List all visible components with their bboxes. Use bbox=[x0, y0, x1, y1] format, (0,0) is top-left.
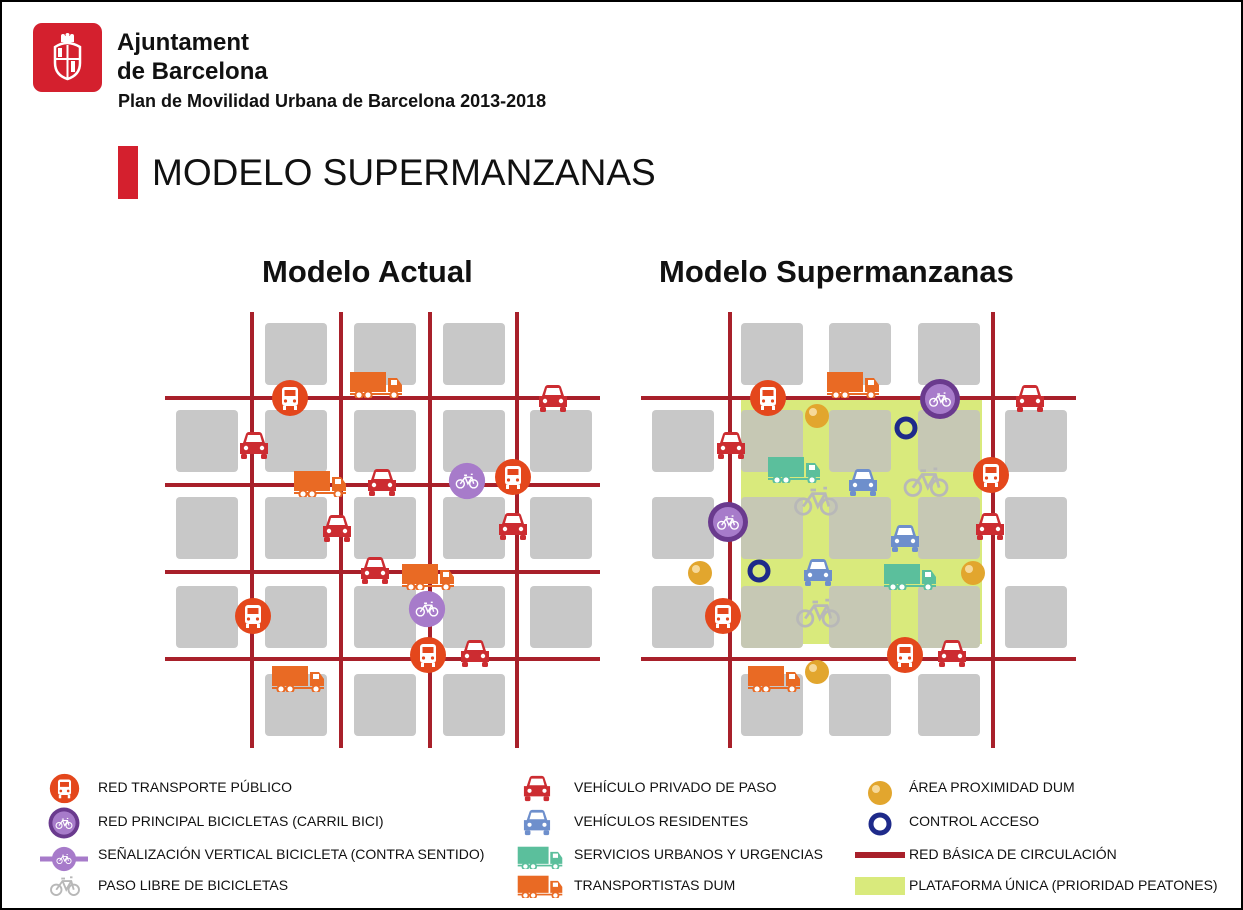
bicycle-outline-icon bbox=[50, 876, 80, 896]
org-name-line2: de Barcelona bbox=[117, 58, 268, 85]
proximity-dot-icon bbox=[868, 781, 892, 805]
access-ring-icon bbox=[868, 812, 892, 836]
legend-label: PLATAFORMA ÚNICA (PRIORIDAD PEATONES) bbox=[909, 877, 1218, 893]
legend-label: ÁREA PROXIMIDAD DUM bbox=[909, 779, 1075, 795]
page-title: MODELO SUPERMANZANAS bbox=[152, 152, 656, 193]
platform-swatch-icon bbox=[855, 877, 905, 895]
road-line-icon bbox=[855, 852, 905, 858]
diagrams-canvas bbox=[165, 312, 1076, 748]
car-icon bbox=[523, 809, 551, 836]
legend-label: RED BÁSICA DE CIRCULACIÓN bbox=[909, 846, 1117, 862]
legend-label: RED PRINCIPAL BICICLETAS (CARRIL BICI) bbox=[98, 813, 384, 829]
car-icon bbox=[523, 775, 551, 802]
left-diagram-title: Modelo Actual bbox=[262, 254, 473, 289]
legend-label: PASO LIBRE DE BICICLETAS bbox=[98, 877, 289, 893]
bus-icon bbox=[49, 773, 80, 804]
legend-label: TRANSPORTISTAS DUM bbox=[574, 877, 736, 893]
right-diagram-title: Modelo Supermanzanas bbox=[659, 254, 1014, 289]
org-name-line1: Ajuntament bbox=[117, 29, 249, 56]
legend-label: SERVICIOS URBANOS Y URGENCIAS bbox=[574, 846, 823, 862]
plan-title: Plan de Movilidad Urbana de Barcelona 20… bbox=[118, 91, 547, 111]
truck-icon bbox=[516, 874, 564, 898]
legend-label: SEÑALIZACIÓN VERTICAL BICICLETA (CONTRA … bbox=[98, 846, 485, 862]
legend-label: CONTROL ACCESO bbox=[909, 813, 1040, 829]
legend-label: VEHÍCULO PRIVADO DE PASO bbox=[574, 779, 777, 795]
modelo-actual-map bbox=[165, 312, 600, 748]
legend-label: RED TRANSPORTE PÚBLICO bbox=[98, 779, 292, 795]
legend-label: VEHÍCULOS RESIDENTES bbox=[574, 813, 749, 829]
modelo-supermanzanas-map bbox=[641, 312, 1076, 748]
bike-signal-icon bbox=[40, 847, 88, 871]
title-accent-bar bbox=[118, 146, 138, 199]
truck-icon bbox=[516, 845, 564, 869]
barcelona-shield-icon bbox=[33, 23, 102, 92]
bicycle-icon bbox=[49, 808, 80, 839]
